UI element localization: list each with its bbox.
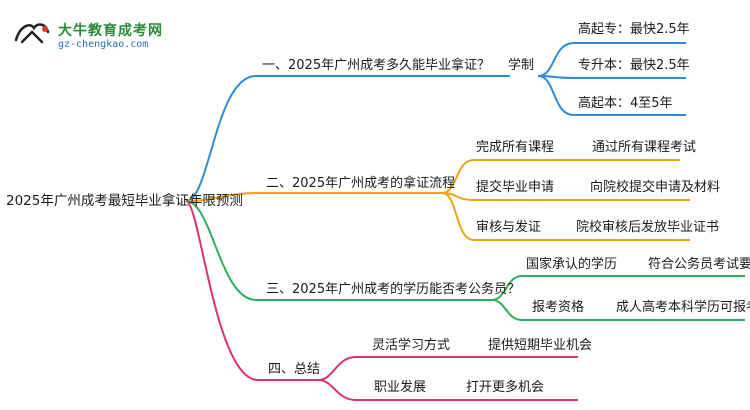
connector-row-3-2 [491,299,745,321]
connector-leaf-1-1 [537,42,686,77]
branch-2-row-1-label: 完成所有课程 [476,140,555,155]
connector-row-4-2 [317,379,578,401]
branch-1-title: 一、2025年广州成考多久能毕业拿证？ [262,58,491,73]
connector-branch-3 [185,200,492,301]
branch-3-row-2-label: 报考资格 [532,300,585,315]
connector-row-4-1 [317,356,578,381]
logo-url: gz-chengkao.com [58,39,149,50]
branch-1-leaf-1: 高起专：最快2.5年 [578,22,690,37]
connector-branch-4 [185,200,318,381]
branch-3-title: 三、2025年广州成考的学历能否考公务员？ [266,282,521,297]
branch-3-row-2-detail: 成人高考本科学历可报考 [616,300,750,315]
root-node: 2025年广州成考最短毕业拿证年限预测 [6,193,243,209]
branch-3-row-1-label: 国家承认的学历 [526,257,618,272]
branch-2-row-3-detail: 院校审核后发放毕业证书 [576,220,720,235]
branch-2-row-2-label: 提交毕业申请 [476,180,555,195]
connector-branch-1 [185,75,452,202]
connector-row-3-1 [491,275,745,301]
branch-4-row-2-label: 职业发展 [374,380,427,395]
connector-leaf-1-2 [537,75,686,79]
branch-2-title: 二、2025年广州成考的拿证流程 [266,176,456,191]
branch-1-leaf-3: 高起本：4至5年 [578,96,673,111]
logo-name: 大牛教育成考网 [58,23,163,39]
connector-branch-2 [185,192,442,202]
connector-row-2-3 [441,192,690,241]
site-logo[interactable]: 大牛教育成考网 gz-chengkao.com [6,6,196,52]
branch-1-sub: 学制 [508,58,535,73]
branch-3-row-1-detail: 符合公务员考试要求 [648,257,750,272]
branch-4-row-2-detail: 打开更多机会 [466,380,545,395]
branch-2-row-3-label: 审核与发证 [476,220,542,235]
branch-2-row-1-detail: 通过所有课程考试 [592,140,697,155]
connector-row-2-1 [441,159,680,194]
branch-4-row-1-label: 灵活学习方式 [372,338,451,353]
branch-2-row-2-detail: 向院校提交申请及材料 [590,180,721,195]
branch-1-leaf-2: 专升本：最快2.5年 [578,58,690,73]
logo-bull-icon [14,23,50,44]
branch-4-row-1-detail: 提供短期毕业机会 [488,338,593,353]
connector-leaf-1-3 [537,75,686,116]
branch-4-title: 四、总结 [268,362,321,377]
